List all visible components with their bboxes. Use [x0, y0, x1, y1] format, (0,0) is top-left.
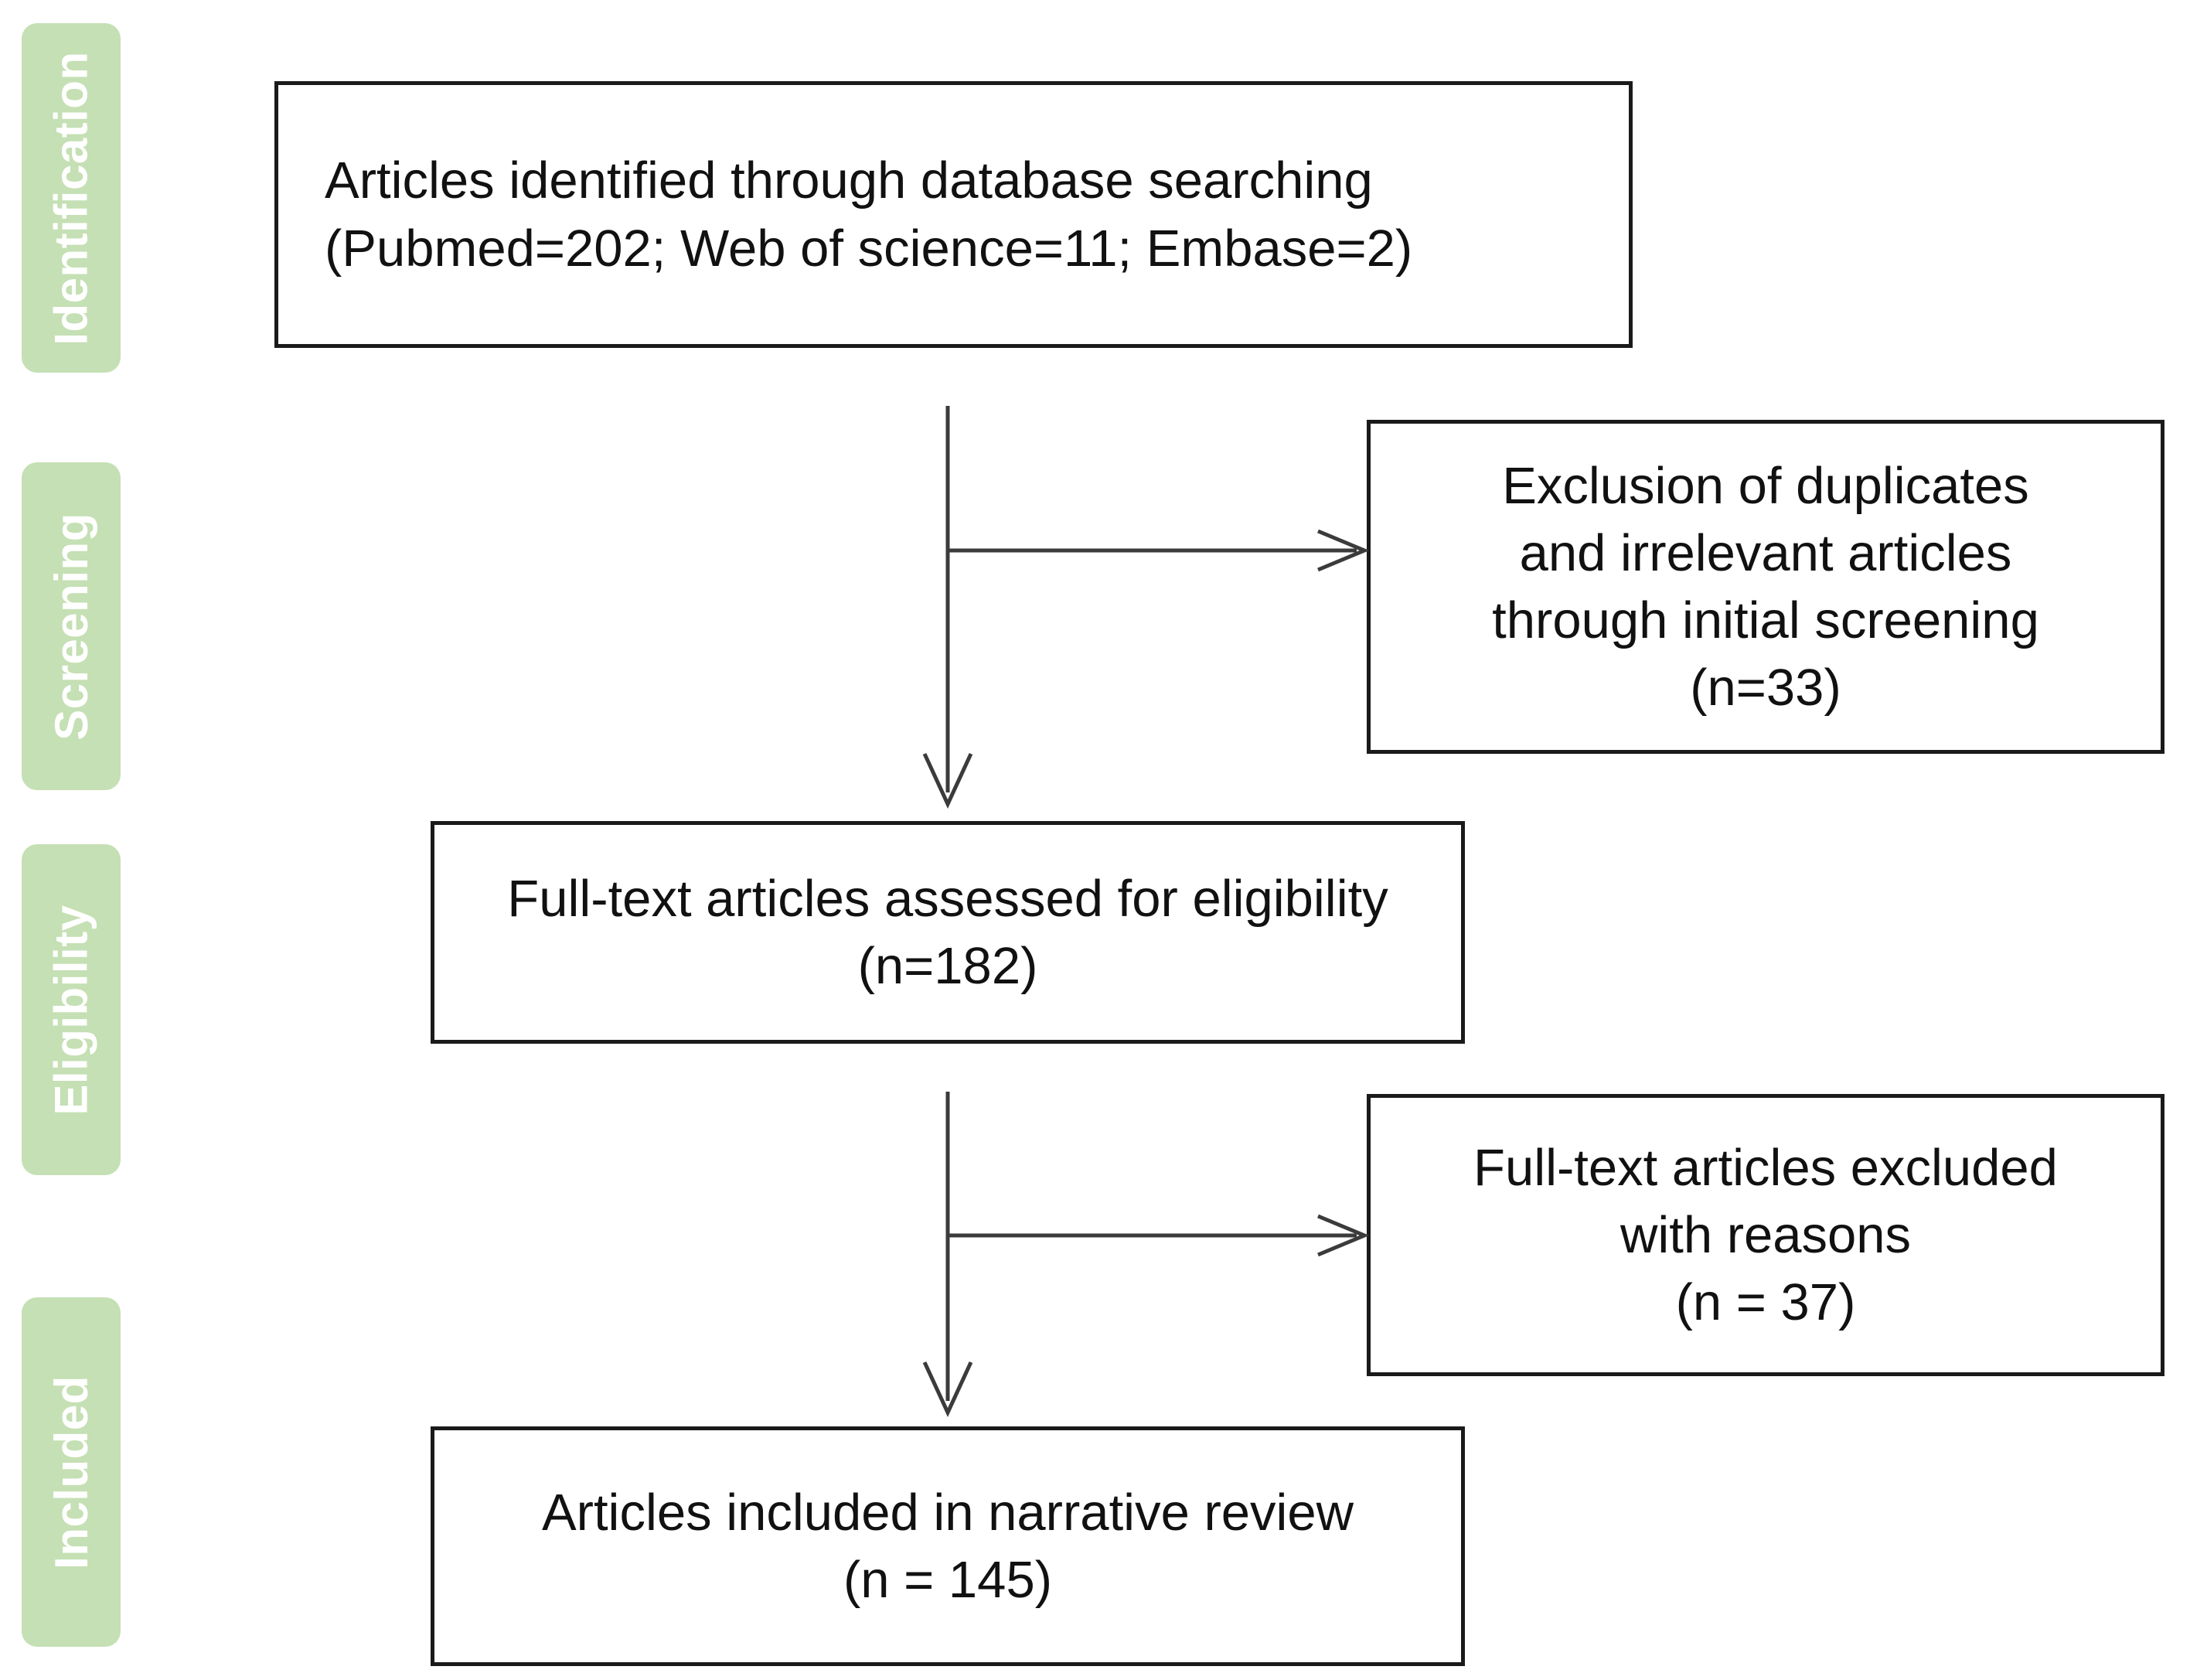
box-articles-included-line1: Articles included in narrative review: [541, 1483, 1354, 1542]
box-articles-included-line2: (n = 145): [843, 1551, 1053, 1609]
box-articles-identified: Articles identified through database sea…: [274, 81, 1633, 348]
box-articles-identified-line1: Articles identified through database sea…: [325, 152, 1373, 210]
connector-identified-to-eligibility-arrow: [922, 406, 973, 809]
box-exclusion-duplicates-line3: through initial screening: [1492, 591, 2039, 649]
box-full-text-excluded-line1: Full-text articles excluded: [1473, 1138, 2058, 1197]
box-exclusion-duplicates-line4: (n=33): [1690, 659, 1841, 717]
stage-tag-eligibility: Eligibility: [22, 844, 121, 1175]
box-articles-identified-line2: (Pubmed=202; Web of science=11; Embase=2…: [325, 219, 1413, 278]
stage-tag-identification: Identification: [22, 23, 121, 373]
stage-label-identification: Identification: [45, 50, 97, 346]
connector-eligibility-to-excluded-arrow: [948, 1214, 1370, 1257]
box-articles-included: Articles included in narrative review (n…: [431, 1426, 1465, 1666]
box-full-text-assessed: Full-text articles assessed for eligibil…: [431, 821, 1465, 1044]
box-exclusion-duplicates-line2: and irrelevant articles: [1519, 523, 2012, 582]
box-full-text-assessed-line2: (n=182): [857, 937, 1038, 995]
box-exclusion-duplicates: Exclusion of duplicates and irrelevant a…: [1367, 420, 2164, 754]
box-full-text-excluded: Full-text articles excluded with reasons…: [1367, 1094, 2164, 1376]
stage-tag-screening: Screening: [22, 462, 121, 790]
stage-label-screening: Screening: [45, 512, 97, 741]
stage-label-included: Included: [45, 1375, 97, 1569]
stage-tag-included: Included: [22, 1297, 121, 1647]
box-full-text-assessed-line1: Full-text articles assessed for eligibil…: [507, 869, 1388, 928]
box-full-text-excluded-line2: with reasons: [1620, 1205, 1912, 1264]
connector-identified-to-exclusion-arrow: [948, 529, 1370, 572]
stage-label-eligibility: Eligibility: [45, 904, 97, 1116]
box-exclusion-duplicates-line1: Exclusion of duplicates: [1502, 456, 2029, 515]
box-full-text-excluded-line3: (n = 37): [1675, 1273, 1856, 1332]
connector-eligibility-to-included-arrow: [922, 1092, 973, 1417]
